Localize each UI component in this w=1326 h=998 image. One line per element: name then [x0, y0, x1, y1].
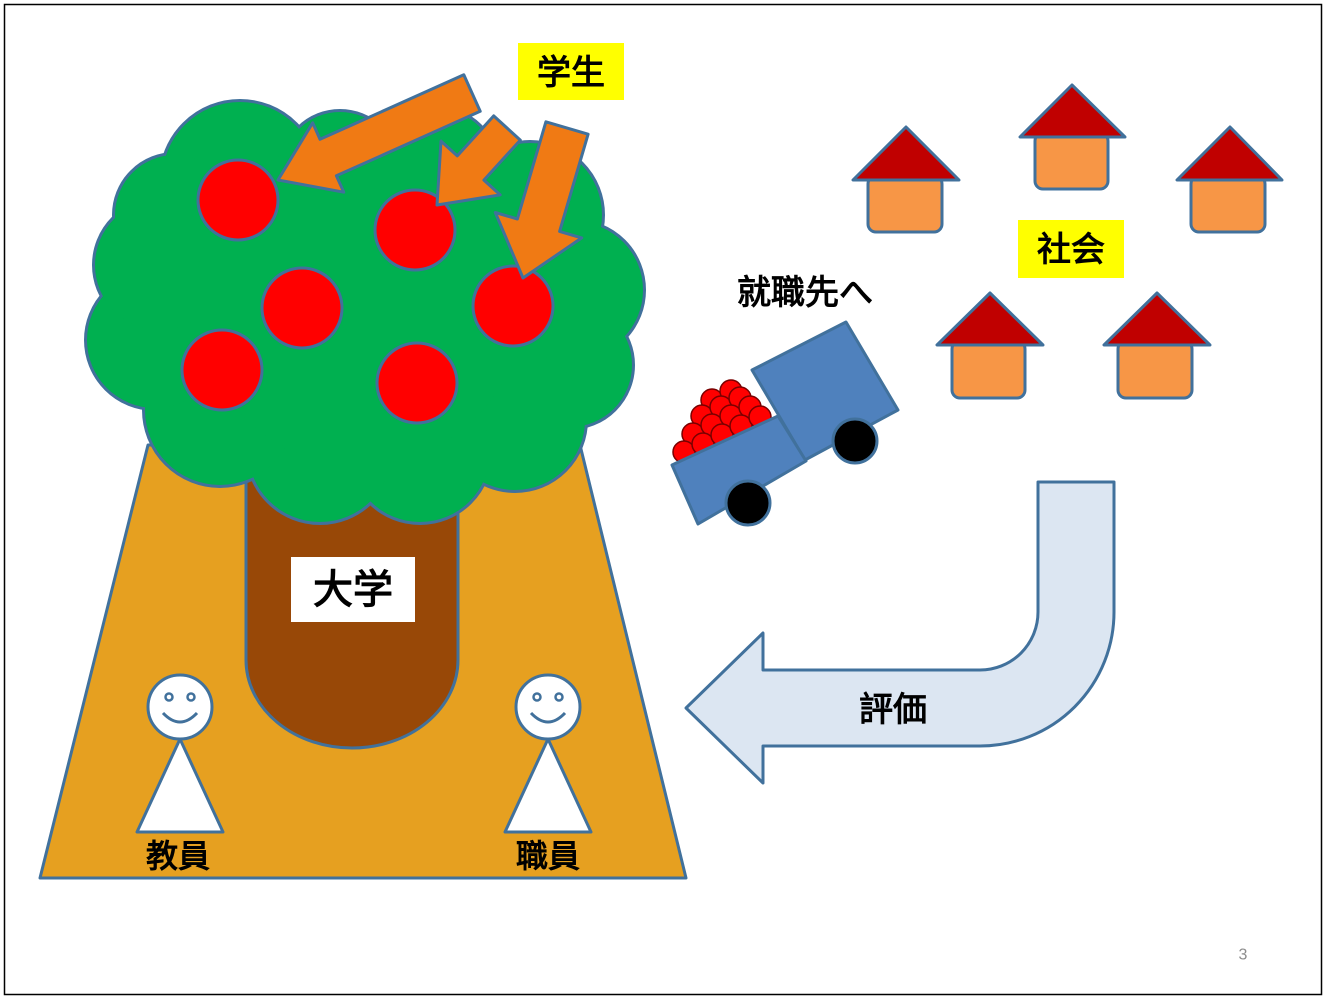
apple	[375, 341, 459, 425]
student-arrows	[276, 73, 590, 280]
house-roof	[935, 291, 1045, 347]
apple	[196, 158, 280, 242]
house-roof	[1175, 125, 1284, 182]
university-label: 大学	[291, 557, 415, 622]
student-arrow	[435, 114, 522, 207]
staff-person-icon	[503, 673, 593, 834]
person-smile	[529, 711, 567, 724]
evaluation-arrow	[684, 480, 1116, 785]
house-icon	[1175, 125, 1284, 234]
students-label-text: 学生	[537, 53, 605, 93]
society-label: 社会	[1018, 220, 1124, 278]
faculty-label: 教員	[146, 837, 210, 875]
student-arrow	[276, 73, 482, 194]
truck-wheel	[831, 417, 879, 465]
society-label-text: 社会	[1037, 230, 1105, 270]
truck-wheel	[724, 479, 772, 527]
house-wall	[866, 174, 944, 234]
house-icon	[1102, 291, 1212, 400]
house-icon	[851, 125, 961, 234]
apple	[471, 264, 555, 348]
house-wall	[1033, 131, 1110, 191]
person-body	[503, 737, 593, 834]
person-eye	[532, 692, 542, 702]
house-wall	[1116, 339, 1194, 400]
to-employment-label: 就職先へ	[737, 273, 873, 313]
society-label-box	[1018, 220, 1124, 278]
person-head	[514, 673, 582, 741]
students-label: 学生	[518, 43, 624, 100]
faculty-person-icon	[135, 673, 225, 834]
university-label-text: 大学	[313, 567, 393, 613]
slide-border	[3, 3, 1323, 996]
house-wall	[1189, 174, 1267, 234]
person-head	[146, 673, 214, 741]
page-number: 3	[1239, 947, 1248, 964]
person-eye	[186, 692, 196, 702]
houses	[851, 83, 1284, 400]
student-arrow	[493, 120, 590, 280]
apple	[373, 188, 457, 272]
person-eye	[164, 692, 174, 702]
house-roof	[1102, 291, 1212, 347]
truck-load	[672, 379, 772, 464]
house-roof	[851, 125, 961, 182]
students-label-box	[518, 43, 624, 100]
apple	[180, 328, 264, 412]
truck-bed	[670, 414, 808, 526]
house-icon	[935, 291, 1045, 400]
house-wall	[950, 339, 1027, 400]
house-icon	[1018, 83, 1127, 191]
truck-icon	[670, 320, 900, 527]
staff-label: 職員	[516, 837, 580, 875]
person-eye	[554, 692, 564, 702]
apple	[260, 266, 344, 350]
evaluation-label: 評価	[859, 690, 927, 730]
person-smile	[161, 711, 199, 724]
house-roof	[1018, 83, 1127, 139]
university-label-box	[291, 557, 415, 622]
person-body	[135, 737, 225, 834]
apples	[180, 158, 555, 425]
